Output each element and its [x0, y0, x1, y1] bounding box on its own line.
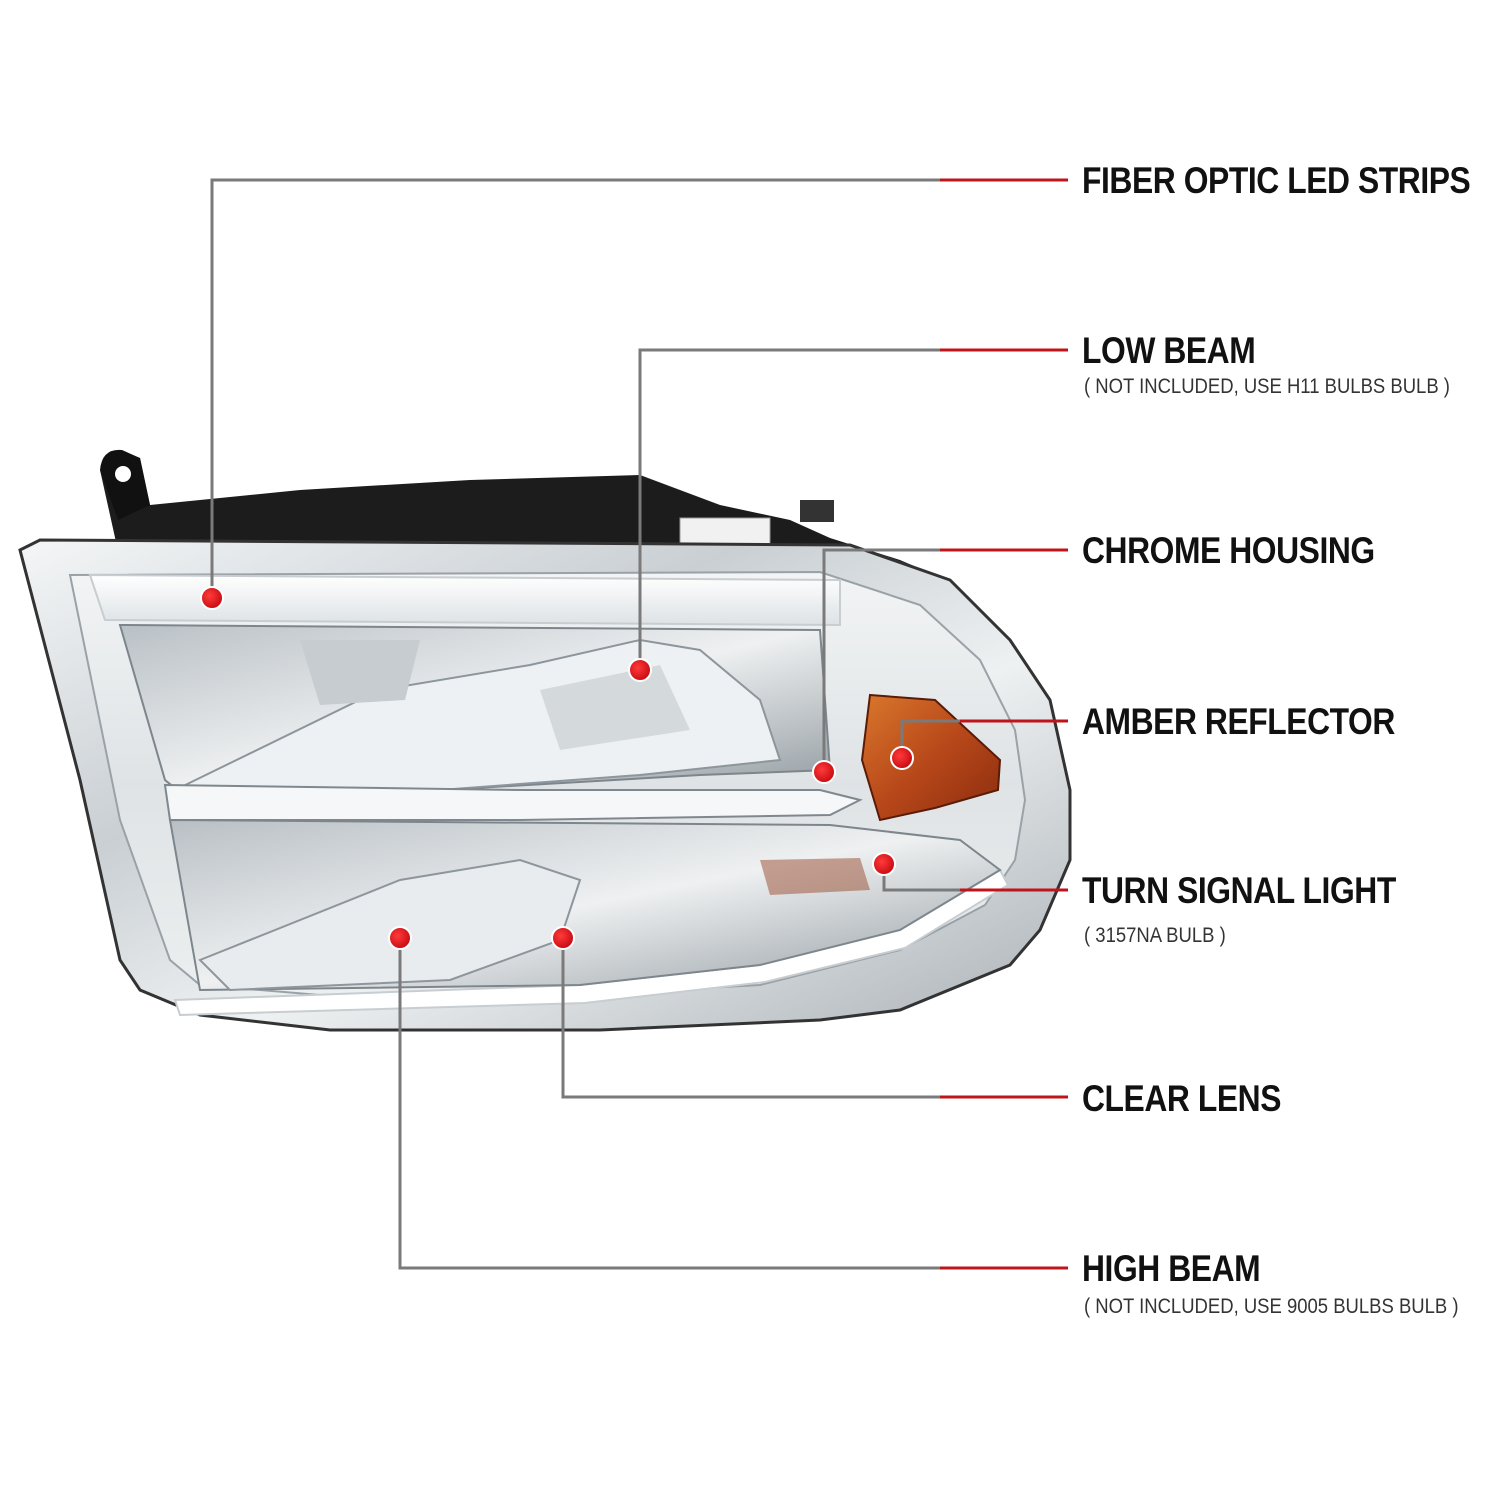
divider-bar [163, 783, 863, 821]
leader-chrome-gray [822, 548, 940, 772]
reflector-facet-2 [540, 665, 690, 750]
marker-fiber [200, 586, 224, 610]
sticker [679, 517, 771, 547]
led-strip [88, 573, 841, 627]
callout-high-title: HIGH BEAM [1082, 1248, 1261, 1289]
callout-turn-title: TURN SIGNAL LIGHT [1082, 870, 1396, 911]
marker-low [628, 658, 652, 682]
reflector-facet [300, 640, 420, 705]
leader-lines [210, 178, 1068, 1270]
headlight-unit [18, 449, 1072, 1032]
marker-clear [551, 926, 575, 950]
callout-amber-title: AMBER REFLECTOR [1082, 701, 1395, 742]
callout-low-title: LOW BEAM [1082, 330, 1256, 371]
turn-signal-bulb [760, 858, 870, 895]
marker-turn [872, 852, 896, 876]
high-beam-cone [198, 858, 582, 992]
callout-turn-note: ( 3157NA BULB ) [1084, 924, 1226, 947]
mount-tab [100, 449, 150, 520]
leader-high-gray [398, 938, 940, 1270]
callout-low-note: ( NOT INCLUDED, USE H11 BULBS BULB ) [1084, 375, 1450, 398]
connector [800, 500, 834, 522]
callout-chrome-title: CHROME HOUSING [1082, 530, 1375, 571]
callout-high-note: ( NOT INCLUDED, USE 9005 BULBS BULB ) [1084, 1295, 1459, 1318]
marker-high [388, 926, 412, 950]
callout-fiber-title: FIBER OPTIC LED STRIPS [1082, 160, 1471, 201]
markers [200, 586, 914, 950]
mount-hole [115, 466, 131, 482]
leader-low-gray [638, 348, 940, 670]
callout-clear-title: CLEAR LENS [1082, 1078, 1282, 1119]
leader-amber-gray [900, 719, 960, 758]
marker-chrome [812, 760, 836, 784]
leader-clear-gray [561, 938, 940, 1099]
marker-amber [890, 746, 914, 770]
leader-fiber-gray [210, 178, 940, 598]
amber-reflector [860, 693, 1002, 822]
